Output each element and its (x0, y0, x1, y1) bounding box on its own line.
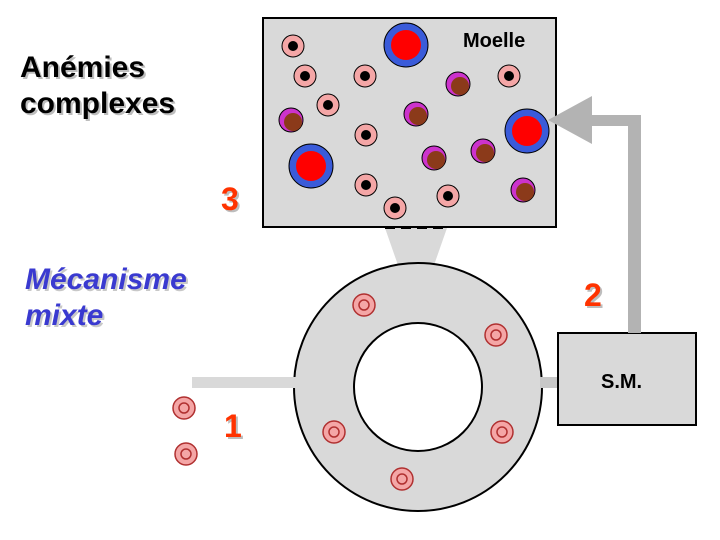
title-line-2: complexes (20, 87, 176, 120)
diagram-subtitle: Mécanisme mixte (25, 262, 187, 334)
lost-red-cell (172, 396, 196, 420)
red-cell (484, 323, 508, 347)
abnormal-cell (510, 177, 536, 203)
inlet-bar (192, 377, 296, 388)
erythroblast (281, 34, 305, 58)
step-label-2: 2 (584, 277, 602, 313)
abnormal-cell (421, 145, 447, 171)
lost-red-cell (174, 442, 198, 466)
diagram-title: Anémies complexes (20, 50, 175, 122)
abnormal-cell (403, 101, 429, 127)
ring-hole (353, 322, 483, 452)
feedback-arrowhead (548, 96, 592, 144)
spleen-connector (540, 377, 560, 388)
red-cell (322, 420, 346, 444)
erythroblast (293, 64, 317, 88)
step-label-3: 3 (221, 181, 239, 217)
erythroblast (436, 184, 460, 208)
abnormal-cell (470, 138, 496, 164)
large-cell (504, 108, 550, 154)
subtitle-line-2: mixte (25, 299, 104, 332)
erythroblast (383, 196, 407, 220)
subtitle-line-1: Mécanisme (25, 263, 187, 296)
red-cell (490, 420, 514, 444)
large-cell (383, 22, 429, 68)
erythroblast (497, 64, 521, 88)
abnormal-cell (278, 107, 304, 133)
spleen-box (557, 332, 697, 426)
large-cell (288, 143, 334, 189)
spleen-label: S.M. (601, 371, 643, 393)
title-line-1: Anémies (20, 51, 146, 84)
red-cell (390, 467, 414, 491)
erythroblast (354, 173, 378, 197)
red-cell (352, 293, 376, 317)
erythroblast (353, 64, 377, 88)
feedback-arrow (590, 115, 641, 333)
marrow-funnel (385, 228, 447, 268)
marrow-label: Moelle (463, 30, 526, 52)
erythroblast (354, 123, 378, 147)
abnormal-cell (445, 71, 471, 97)
erythroblast (316, 93, 340, 117)
step-label-1: 1 (224, 408, 242, 444)
